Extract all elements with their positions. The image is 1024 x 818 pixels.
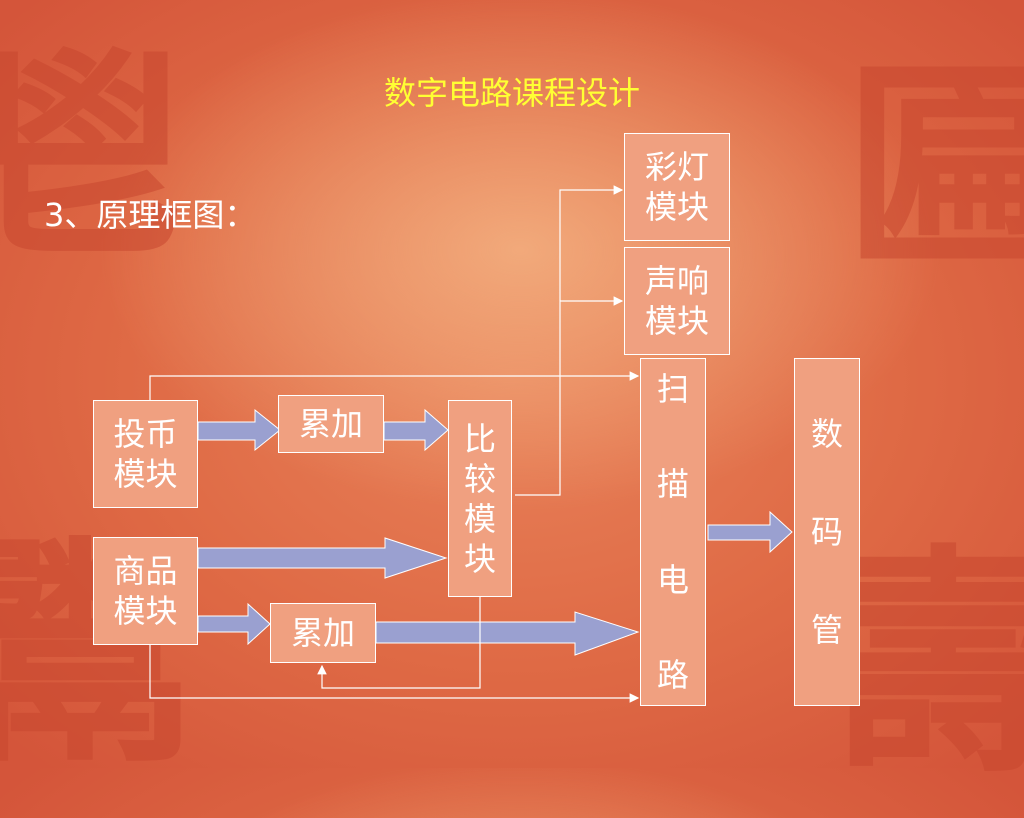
sound-module-box: 声响模块	[624, 247, 730, 355]
arrow-goods-to-accumulate	[197, 602, 271, 646]
arrow-accumulate-to-scan	[375, 611, 640, 656]
line-coin-to-scan	[149, 371, 640, 400]
line-compare-feedback	[317, 597, 481, 689]
digital-tube-label: 数 码 管	[810, 415, 843, 649]
scan-circuit-box: 扫 描 电 路	[640, 358, 706, 706]
background-seal-decoration: 鬯	[0, 27, 191, 286]
coin-module-label: 投币模块	[113, 415, 178, 493]
scan-circuit-label: 扫 描 电 路	[656, 370, 689, 694]
line-goods-to-scan	[149, 645, 640, 703]
sound-module-label: 声响模块	[644, 262, 709, 340]
compare-module-box: 比较模块	[448, 400, 512, 597]
goods-module-box: 商品模块	[93, 537, 198, 645]
background-seal-decoration: 匾	[843, 37, 1024, 296]
digital-tube-box: 数 码 管	[794, 358, 860, 706]
arrow-scan-to-digital-tube	[707, 510, 793, 554]
accumulate-label-1: 累加	[298, 405, 363, 443]
accumulate-label-2: 累加	[290, 614, 355, 652]
coin-module-box: 投币模块	[93, 400, 198, 508]
arrow-coin-to-accumulate	[197, 408, 281, 452]
arrow-goods-to-compare	[197, 537, 448, 579]
light-module-box: 彩灯模块	[624, 133, 730, 241]
line-compare-to-light	[515, 185, 624, 496]
slide-title: 数字电路课程设计	[383, 74, 640, 112]
accumulate-box-2: 累加	[270, 603, 376, 663]
slide-subtitle: 3、原理框图：	[44, 196, 257, 234]
diagram-connectors	[149, 185, 793, 703]
accumulate-box-1: 累加	[278, 395, 384, 453]
arrow-accumulate-to-compare	[383, 408, 449, 452]
compare-module-label: 比较模块	[463, 419, 496, 578]
goods-module-label: 商品模块	[113, 552, 178, 630]
light-module-label: 彩灯模块	[644, 148, 709, 226]
